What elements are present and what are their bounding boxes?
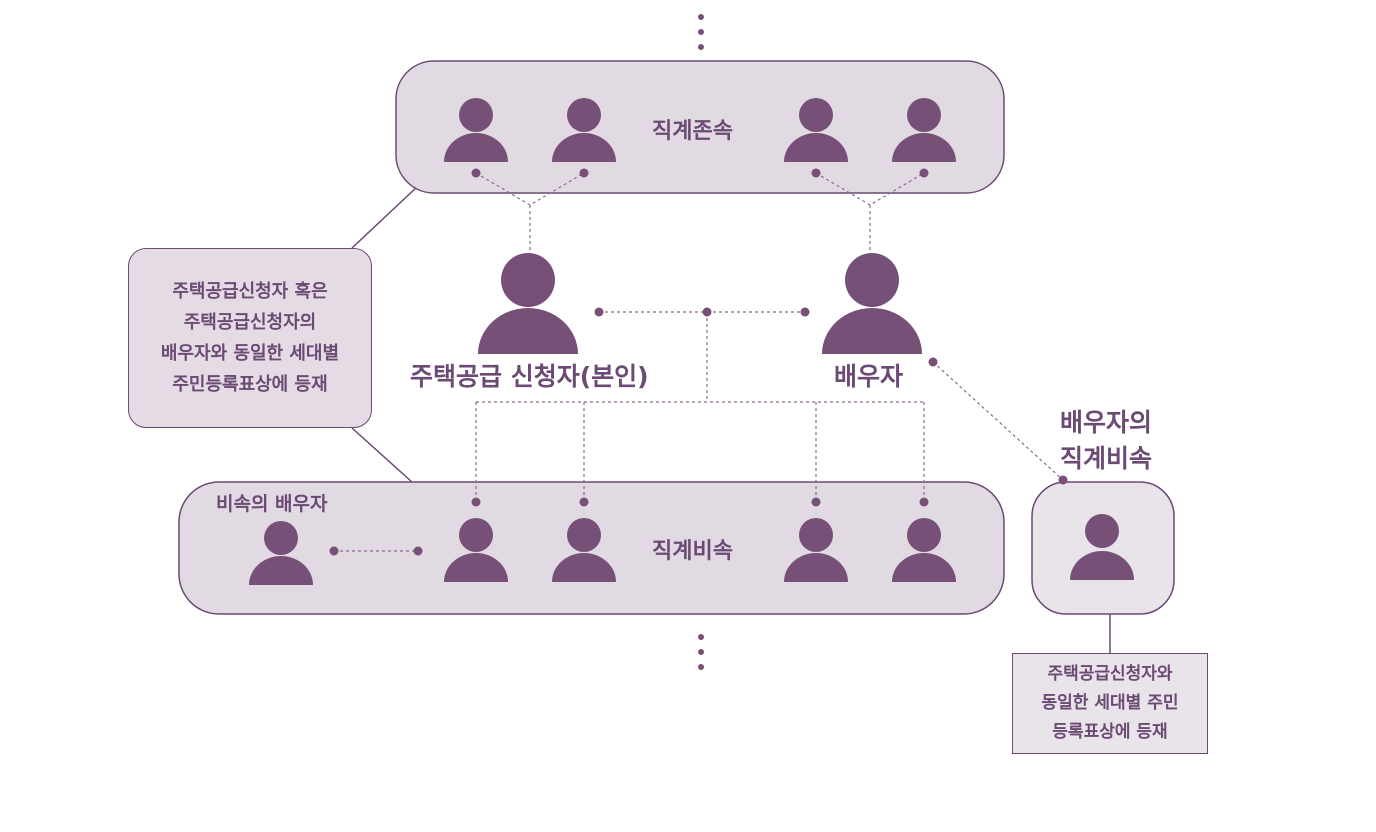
person-icon <box>784 98 848 162</box>
left-note-line: 배우자와 동일한 세대별 <box>160 343 340 364</box>
left-note: 주택공급신청자 혹은 주택공급신청자의 배우자와 동일한 세대별 주민등록표상에… <box>128 248 372 428</box>
person-icon <box>892 518 956 582</box>
person-icon <box>444 518 508 582</box>
left-note-line: 주택공급신청자의 <box>183 312 317 333</box>
person-icon <box>892 98 956 162</box>
right-note-line: 주택공급신청자와 <box>1047 664 1173 684</box>
person-icon <box>784 518 848 582</box>
spouse-descendant-box <box>1031 481 1175 615</box>
ancestors-label: 직계존속 <box>652 119 733 144</box>
spouse-descendant-label-line1: 배우자의 <box>1060 408 1153 437</box>
descendant-spouse-label: 비속의 배우자 <box>216 493 328 515</box>
applicant-label: 주택공급 신청자(본인) <box>410 362 649 391</box>
person-icon <box>1070 514 1134 580</box>
descendants-label: 직계비속 <box>652 539 733 564</box>
note-connector-top <box>351 185 419 249</box>
right-note-line: 동일한 세대별 주민 <box>1041 693 1179 713</box>
spouse-label: 배우자 <box>834 362 904 391</box>
spouse-descendant-label-line2: 직계비속 <box>1060 444 1153 473</box>
person-icon <box>444 98 508 162</box>
person-icon <box>249 521 313 585</box>
left-note-line: 주택공급신청자 혹은 <box>172 281 328 302</box>
right-note: 주택공급신청자와 동일한 세대별 주민 등록표상에 등재 <box>1012 653 1208 754</box>
bottom-ellipsis <box>698 634 704 670</box>
person-icon <box>552 98 616 162</box>
applicant-person-icon <box>478 253 578 354</box>
top-ellipsis <box>698 14 704 50</box>
spouse-person-icon <box>822 253 922 354</box>
left-note-line: 주민등록표상에 등재 <box>172 374 328 395</box>
person-icon <box>552 518 616 582</box>
dotted-connections <box>334 172 1064 552</box>
right-note-line: 등록표상에 등재 <box>1052 722 1168 742</box>
note-connector-bottom <box>351 427 413 483</box>
ancestors-box <box>395 60 1005 194</box>
connection-dots <box>329 168 1068 556</box>
